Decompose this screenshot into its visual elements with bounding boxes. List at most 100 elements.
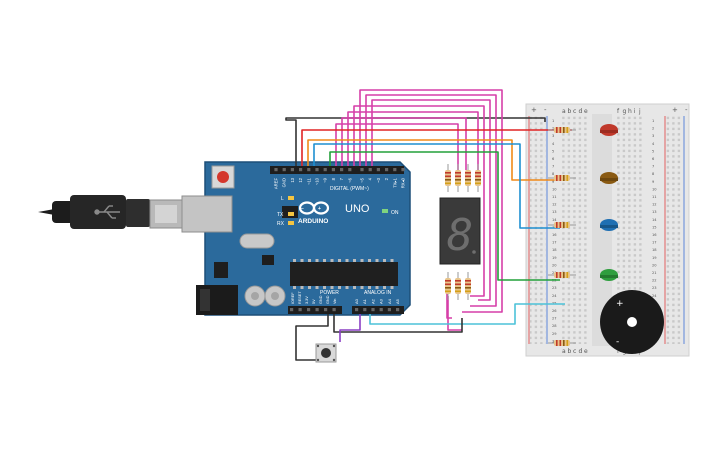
resistor[interactable] [548, 175, 576, 181]
led-red[interactable] [600, 124, 618, 136]
resistor[interactable] [548, 127, 576, 133]
resistor[interactable] [465, 272, 471, 300]
digital-pin-label: 7 [339, 177, 344, 180]
digital-pin-label: RX◂0 [401, 177, 406, 188]
digital-pin-label: GND [282, 178, 287, 187]
row-number: 11 [552, 195, 557, 199]
row-number: 19 [552, 256, 557, 260]
row-number: 8 [552, 172, 555, 176]
row-number: 5 [552, 149, 554, 153]
analog-pin-label: A5 [395, 298, 400, 304]
column-letter: e [584, 348, 588, 355]
wire-black-button-gnd[interactable] [295, 314, 329, 361]
row-number: 27 [552, 317, 557, 321]
row-number: 4 [652, 142, 655, 146]
voltage-regulator [214, 262, 228, 278]
column-letter: d [579, 348, 583, 355]
analog-header-label: ANALOG IN [364, 290, 392, 296]
row-number: 24 [552, 294, 557, 298]
column-letter: f [617, 348, 620, 355]
row-number: 10 [652, 187, 657, 191]
resistor[interactable] [445, 164, 451, 192]
usb-cable[interactable] [38, 195, 183, 229]
digital-pin-label: 2 [384, 177, 389, 180]
rail-plus-label-left: + [531, 106, 537, 114]
resistor[interactable] [465, 164, 471, 192]
rail-plus-label-right: + [672, 106, 678, 114]
wire-magenta-3[interactable] [371, 99, 491, 301]
wire-purple-button[interactable] [339, 314, 361, 342]
resistors[interactable] [445, 127, 576, 346]
row-number: 16 [552, 233, 557, 237]
column-letter: d [579, 108, 583, 115]
wire-magenta-5[interactable] [347, 111, 479, 170]
right-power-rail[interactable] [666, 116, 682, 344]
arduino-logo-icon [298, 201, 330, 215]
analog-pin-label: A0 [354, 298, 359, 304]
wire-green-led4[interactable] [329, 151, 560, 281]
analog-pin-label: A3 [379, 298, 384, 304]
wire-black-gnd-2[interactable] [333, 314, 463, 333]
row-number: 24 [652, 294, 657, 298]
rail-minus-label-left: - [544, 106, 547, 114]
row-number: 2 [552, 127, 554, 131]
column-letter: e [584, 108, 588, 115]
resistor[interactable] [455, 164, 461, 192]
column-letter: h [628, 108, 632, 115]
wire-magenta-7[interactable] [335, 123, 459, 170]
on-label: ON [391, 210, 399, 216]
push-button[interactable] [315, 343, 337, 363]
row-number: 29 [552, 332, 557, 336]
seven-segment-digit: 8 [447, 210, 474, 261]
row-number: 11 [652, 195, 657, 199]
wire-magenta-9[interactable] [447, 296, 462, 331]
wire-magenta-4[interactable] [353, 105, 485, 297]
wires[interactable] [285, 89, 572, 361]
led-yellow[interactable] [600, 172, 618, 184]
wire-magenta-2[interactable] [359, 89, 503, 313]
column-letter: b [568, 348, 572, 355]
wire-orange-led2[interactable] [307, 139, 560, 181]
wire-black-gnd[interactable] [285, 117, 546, 166]
seven-segment-display[interactable]: 8 [439, 197, 481, 265]
led-green[interactable] [600, 269, 618, 281]
row-number: 23 [552, 286, 557, 290]
atmega-chip [290, 262, 398, 286]
digital-pin-label: ~9 [323, 177, 328, 182]
row-number: 10 [552, 187, 557, 191]
analog-pin-label: A1 [362, 298, 367, 304]
led-l [288, 196, 294, 200]
row-number: 17 [552, 241, 557, 245]
digital-pin-label: TX▸1 [392, 177, 397, 187]
digital-pin-label: 8 [331, 177, 336, 180]
power-pin-label: GND [319, 295, 323, 304]
digital-pin-label: ~10 [315, 177, 320, 185]
terminal-strip-left[interactable] [560, 116, 588, 344]
column-letter: b [568, 108, 572, 115]
column-letter: a [562, 108, 566, 115]
piezo-buzzer[interactable]: + - [600, 290, 664, 354]
wire-cyan-buzzer[interactable] [369, 303, 565, 325]
wire-magenta-8[interactable] [446, 290, 452, 319]
resistor[interactable] [455, 272, 461, 300]
power-pin-label: IOREF [291, 292, 295, 304]
resistor[interactable] [445, 272, 451, 300]
wire-blue-led3[interactable] [313, 143, 560, 229]
left-power-rail[interactable] [530, 116, 546, 344]
resistor[interactable] [548, 340, 576, 346]
row-number: 1 [652, 119, 654, 123]
row-number: 18 [552, 248, 557, 252]
buzzer-minus-label: - [616, 337, 619, 347]
resistor[interactable] [548, 222, 576, 228]
wire-red-led1[interactable] [301, 129, 572, 166]
led-blue[interactable] [600, 219, 618, 231]
digital-pin-label: 4 [368, 177, 373, 180]
led-tx [288, 212, 294, 216]
row-number: 23 [652, 286, 657, 290]
column-letter: a [562, 348, 566, 355]
resistor[interactable] [548, 272, 576, 278]
resistor[interactable] [475, 164, 481, 192]
led-label-tx: TX [277, 212, 284, 218]
